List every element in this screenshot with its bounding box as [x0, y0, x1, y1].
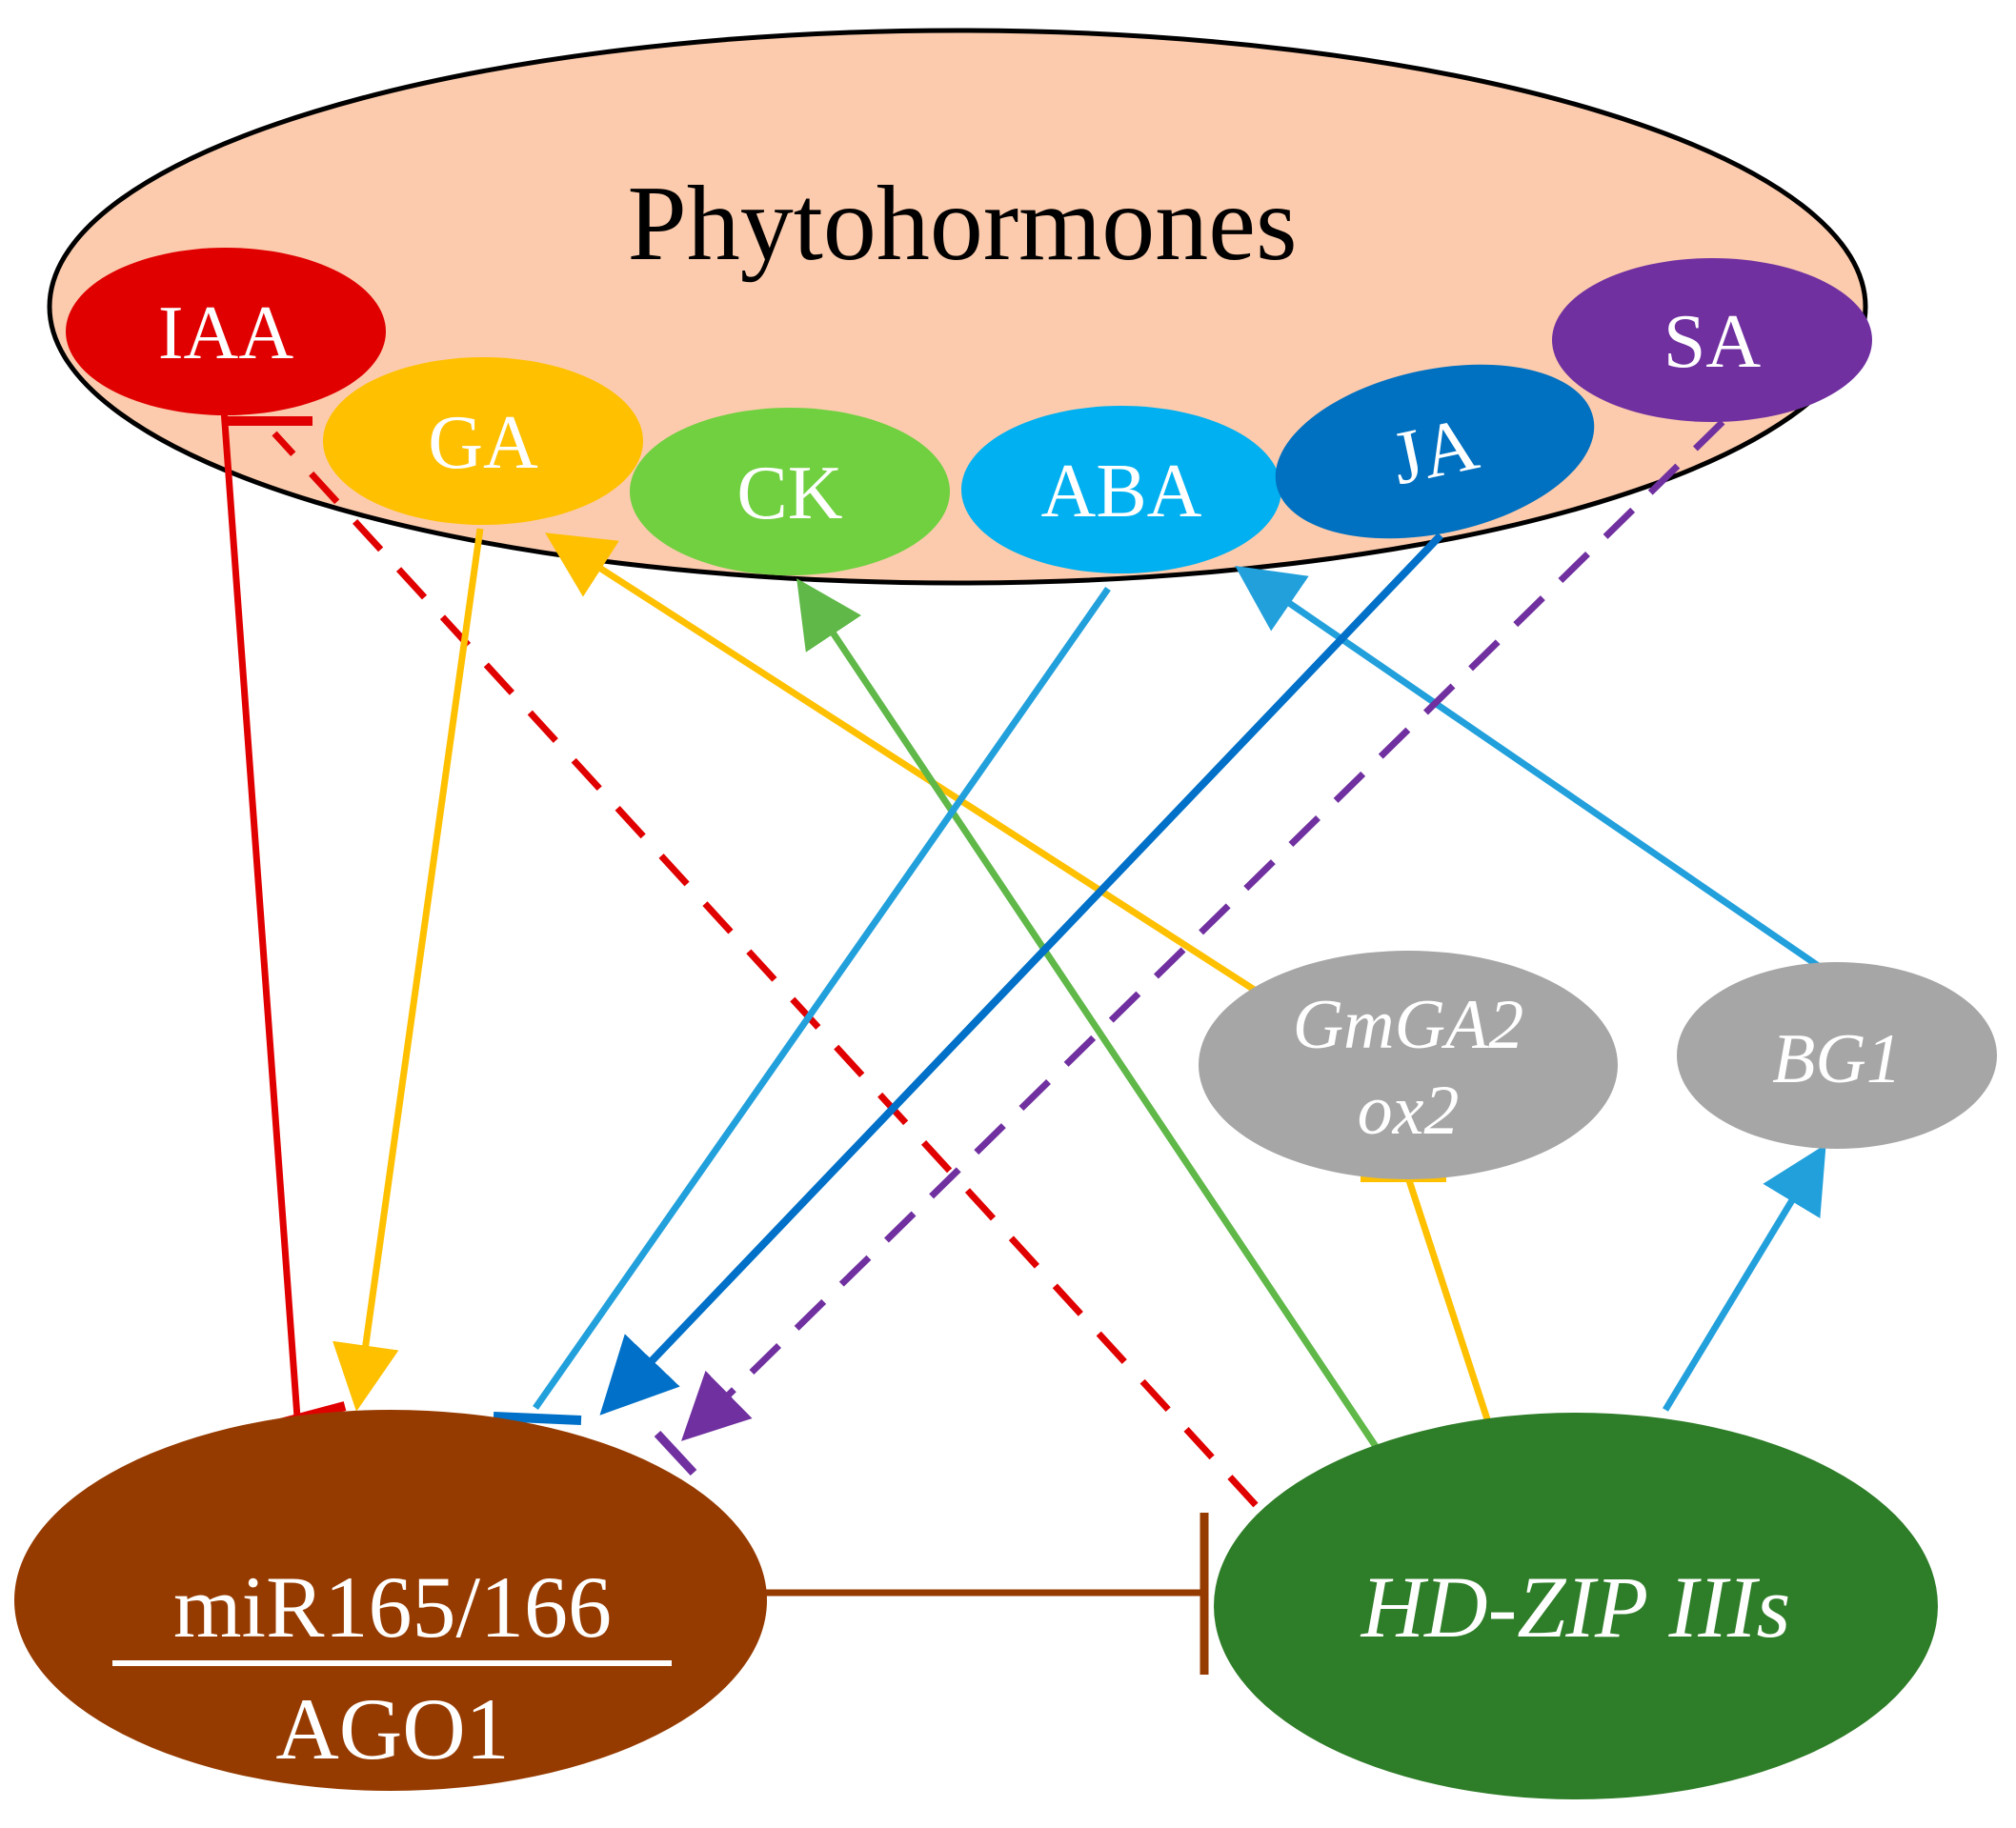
node-gmga2ox2 — [1199, 951, 1618, 1179]
node-iaa-label: IAA — [158, 291, 293, 375]
edge-hdzip-inhibits-iaa — [272, 431, 1259, 1508]
node-sa — [1552, 258, 1872, 422]
node-aba-label: ABA — [1041, 450, 1202, 533]
edge-ja-activates-mirna — [599, 532, 1443, 1416]
node-sa-label: SA — [1663, 300, 1761, 384]
node-bg1 — [1677, 962, 1997, 1149]
node-hdzip — [1214, 1413, 1938, 1799]
node-ck-label: CK — [736, 452, 842, 535]
edge-hdzip-activates-ck — [796, 578, 1380, 1450]
node-bg1-label: BG1 — [1772, 1020, 1902, 1098]
edge-bg1-activates-aba — [1235, 566, 1822, 970]
edge-hdzip-activates-bg1 — [1663, 1144, 1826, 1412]
node-ga-label: GA — [428, 401, 538, 485]
node-mirna-ago1 — [14, 1410, 767, 1791]
node-iaa — [66, 248, 386, 415]
node-gmga2ox2-label-line1: GmGA2 — [1293, 986, 1524, 1064]
edge-aba-inhibits-mirna — [533, 586, 1111, 1411]
edge-ga-activates-mirna — [333, 528, 484, 1412]
node-ago1-label: AGO1 — [275, 1680, 509, 1778]
node-ga — [323, 357, 643, 525]
edge-hdzip-inhibits-gmga2ox2 — [1404, 1175, 1492, 1424]
phytohormones-title: Phytohormones — [627, 165, 1297, 283]
node-ja-label: JA — [1384, 402, 1484, 502]
edge-sa-activates-mirna-tail — [654, 1430, 697, 1476]
node-ja — [1275, 364, 1595, 539]
edge-sa-activates-mirna — [680, 419, 1725, 1441]
node-aba — [961, 406, 1281, 573]
node-ck — [630, 408, 950, 575]
node-gmga2ox2-label-line2: ox2 — [1358, 1072, 1460, 1150]
node-mirna-label: miR165/166 — [173, 1558, 612, 1656]
edge-iaa-inhibits-mirna — [220, 409, 301, 1418]
node-hdzip-label: HD-ZIP IIIs — [1361, 1558, 1791, 1656]
edge-aba-inhibits-mirna-bar — [493, 1412, 582, 1425]
edge-gmga2ox2-activates-ga — [545, 532, 1258, 994]
